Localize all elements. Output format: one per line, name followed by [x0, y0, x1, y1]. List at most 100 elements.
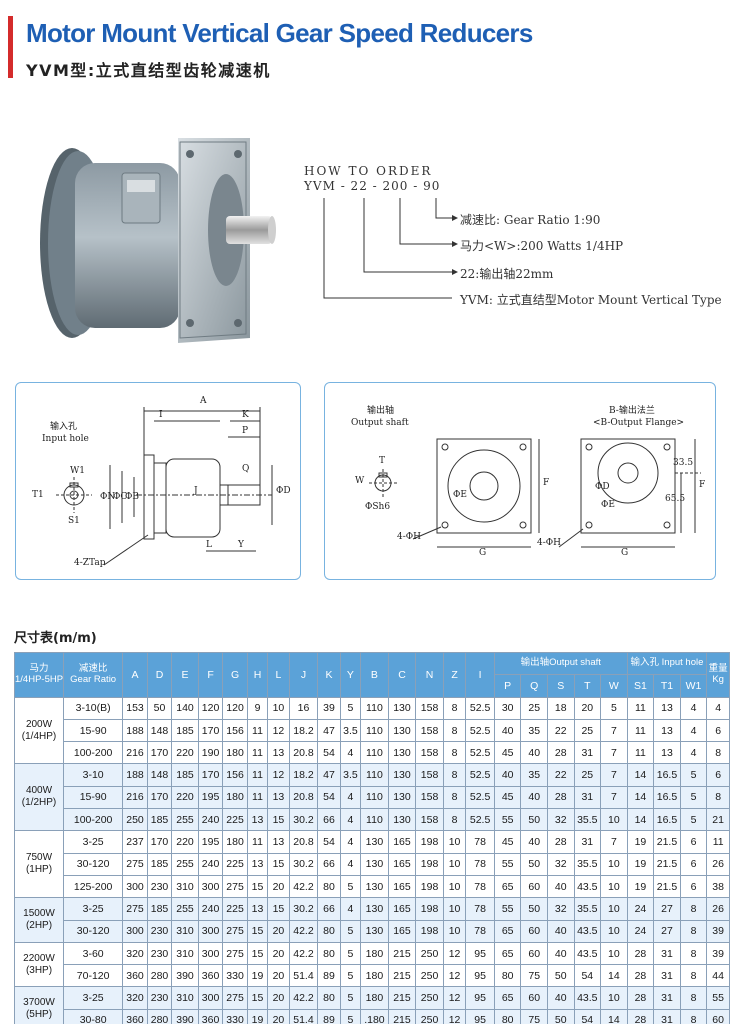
- dim-label-g-1: G: [479, 548, 487, 558]
- table-cell: 38: [706, 874, 730, 899]
- table-cell: 195: [197, 830, 224, 854]
- table-cell: 42.2: [288, 941, 319, 966]
- dim-label-q: Q: [242, 464, 250, 474]
- table-cell: 12: [442, 1008, 467, 1024]
- table-cell: 140: [171, 696, 199, 720]
- table-cell: 225: [222, 897, 248, 921]
- gear-ratio-cell: 70-120: [63, 964, 124, 988]
- table-cell: 10: [600, 808, 628, 832]
- table-cell: 95: [465, 941, 495, 966]
- table-cell: 31: [653, 1008, 681, 1024]
- table-cell: 220: [171, 785, 199, 810]
- table-cell: 310: [171, 941, 199, 966]
- dim-label-d: ΦD: [276, 486, 291, 496]
- table-cell: 4: [339, 741, 362, 765]
- table-cell: 360: [122, 1008, 148, 1024]
- table-cell: 4: [339, 830, 362, 854]
- table-cell: 8: [679, 897, 708, 921]
- table-cell: 44: [706, 964, 730, 988]
- table-cell: 78: [465, 874, 495, 899]
- table-cell: 180: [222, 830, 248, 854]
- table-cell: 11: [626, 718, 655, 743]
- table-cell: 185: [146, 808, 173, 832]
- table-cell: 80: [493, 964, 522, 988]
- table-cell: 190: [197, 741, 224, 765]
- table-cell: 95: [465, 1008, 495, 1024]
- table-cell: 5: [339, 964, 362, 988]
- table-cell: 15: [246, 919, 269, 943]
- table-cell: 45: [493, 830, 522, 854]
- dim-label-h-2: 4-ΦH: [537, 538, 561, 548]
- table-cell: 21: [706, 808, 730, 832]
- table-cell: 4: [679, 696, 708, 720]
- table-cell: 156: [222, 718, 248, 743]
- table-cell: 40: [546, 941, 575, 966]
- table-cell: 4: [679, 718, 708, 743]
- table-cell: 47: [317, 763, 341, 787]
- table-cell: 52.5: [465, 785, 495, 810]
- table-cell: 4: [339, 897, 362, 921]
- gear-ratio-cell: 3-25: [63, 830, 124, 854]
- table-cell: 20: [573, 696, 602, 720]
- table-cell: 158: [415, 718, 444, 743]
- table-cell: 310: [171, 874, 199, 899]
- product-image: [30, 118, 290, 358]
- table-cell: 130: [387, 718, 417, 743]
- table-cell: 255: [171, 852, 199, 876]
- table-cell: 20: [267, 986, 290, 1010]
- table-cell: 110: [360, 718, 389, 743]
- table-cell: 185: [146, 897, 173, 921]
- header-col-g: G: [222, 652, 248, 698]
- table-cell: 24: [626, 897, 655, 921]
- table-cell: 27: [653, 919, 681, 943]
- table-cell: 8: [442, 718, 467, 743]
- table-cell: 15: [267, 808, 290, 832]
- table-cell: 54: [573, 1008, 602, 1024]
- table-cell: 28: [626, 941, 655, 966]
- table-cell: 30.2: [288, 808, 319, 832]
- table-cell: 216: [122, 741, 148, 765]
- table-cell: 240: [197, 852, 224, 876]
- table-cell: 40: [520, 741, 548, 765]
- header-col-i: I: [465, 652, 495, 698]
- table-cell: 20: [267, 941, 290, 966]
- table-cell: 40: [520, 785, 548, 810]
- table-cell: 10: [442, 830, 467, 854]
- table-cell: 215: [387, 964, 417, 988]
- table-cell: 3.5: [339, 763, 362, 787]
- table-cell: 60: [520, 986, 548, 1010]
- gear-ratio-cell: 3-25: [63, 986, 124, 1010]
- table-cell: 360: [197, 964, 224, 988]
- table-cell: 16: [288, 696, 319, 720]
- input-hole-label-en: Input hole: [42, 434, 89, 444]
- table-cell: 220: [171, 741, 199, 765]
- table-cell: 11: [246, 741, 269, 765]
- header-output-shaft: 输出轴Output shaft: [493, 651, 628, 676]
- table-cell: 12: [442, 941, 467, 966]
- table-cell: 28: [546, 741, 575, 765]
- table-cell: 20: [267, 1008, 290, 1024]
- table-cell: 156: [222, 763, 248, 787]
- table-cell: 21.5: [653, 830, 681, 854]
- table-cell: 130: [387, 808, 417, 832]
- table-cell: 7: [600, 741, 628, 765]
- dim-label-e-1: ΦE: [453, 490, 467, 500]
- table-cell: 4: [679, 741, 708, 765]
- table-cell: 14: [600, 964, 628, 988]
- table-cell: 54: [573, 964, 602, 988]
- table-cell: 14: [626, 808, 655, 832]
- table-cell: 275: [222, 919, 248, 943]
- table-cell: 5: [679, 785, 708, 810]
- table-cell: 7: [600, 718, 628, 743]
- table-cell: 170: [146, 741, 173, 765]
- table-cell: 158: [415, 696, 444, 720]
- table-cell: 31: [653, 986, 681, 1010]
- table-cell: 9: [246, 696, 269, 720]
- table-cell: 158: [415, 808, 444, 832]
- dim-label-p: P: [242, 426, 249, 436]
